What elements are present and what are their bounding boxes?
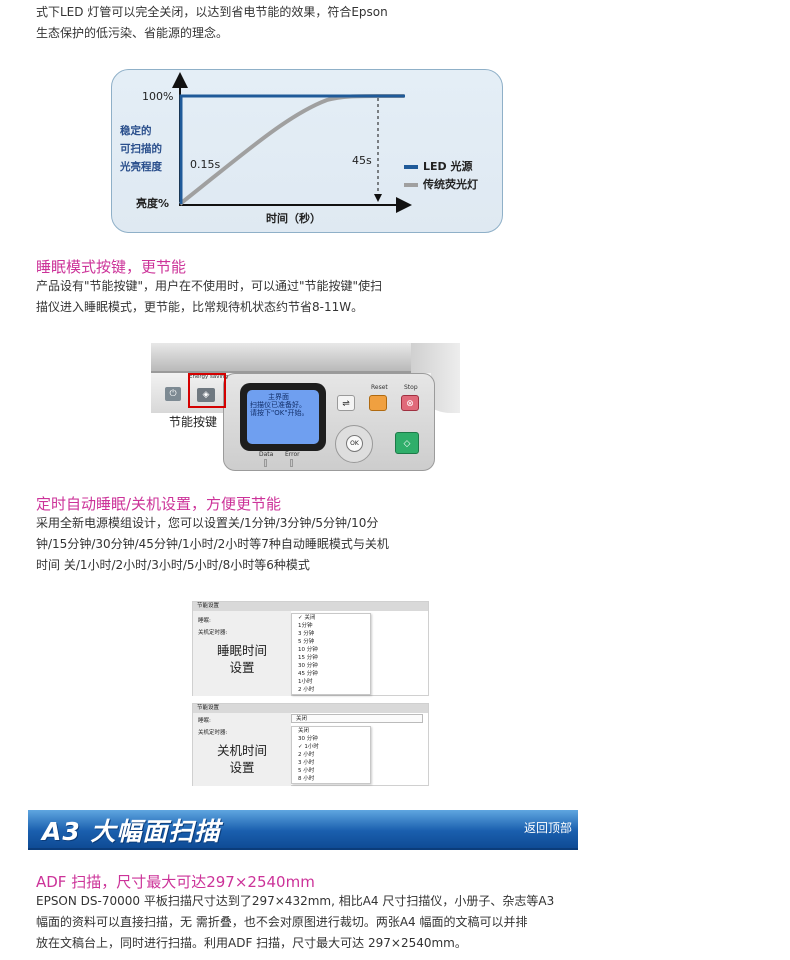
scanner-control-panel: ⏻ Energy saving ◈ 节能按键 主界面 扫描仪已准备好。 请按下"… [151, 343, 460, 472]
y-top-label: 100% [142, 90, 174, 103]
adf-heading: ADF 扫描，尺寸最大可达297×2540mm [36, 873, 315, 891]
y-axis-label: 稳定的 可扫描的 光亮程度 [120, 122, 178, 176]
shutdown-option[interactable]: 2 小时 [298, 752, 315, 758]
energy-saving-label: Energy saving [189, 374, 228, 380]
lcd-screen: 主界面 扫描仪已准备好。 请按下"OK"开始。 [247, 390, 319, 444]
intro-line-2: 生态保护的低污染、省能源的理念。 [36, 26, 229, 40]
sleep-settings-panel: 节能设置 睡眠: 关机定时器: 睡眠时间 设置 ✓ 关闭 1分钟 3 分钟 5 … [192, 601, 429, 696]
sleep-settings-left [193, 611, 291, 696]
energy-key-label: 节能按键 [169, 415, 218, 429]
shutdown-settings-header: 节能设置 [193, 704, 428, 713]
sleep-option[interactable]: 10 分钟 [298, 647, 318, 653]
lcd-line-2: 扫描仪已准备好。 [250, 401, 306, 409]
sleep-option[interactable]: 5 分钟 [298, 639, 315, 645]
shutdown-time-label-line-2: 设置 [229, 760, 255, 775]
sleep-option[interactable]: 45 分钟 [298, 671, 318, 677]
ok-label: OK [346, 435, 363, 452]
scanner-lid [151, 343, 460, 373]
timer-paragraph: 采用全新电源模组设计，您可以设置关/1分钟/3分钟/5分钟/10分 钟/15分钟… [36, 513, 389, 576]
power-icon: ⏻ [165, 387, 181, 401]
shutdown-option[interactable]: 关闭 [298, 728, 310, 734]
shutdown-option[interactable]: 5 小时 [298, 768, 315, 774]
shutdown-settings-panel: 节能设置 睡眠: 关闭 关机定时器: 关机时间 设置 关闭 30 分钟 ✓ 1小… [192, 703, 429, 786]
sleep-line-1: 产品设有"节能按键"，用户在不使用时，可以通过"节能按键"使扫 [36, 279, 383, 293]
legend-fluorescent: 传统荧光灯 [404, 176, 478, 192]
lcd-line-1: 主界面 [268, 393, 289, 401]
shutdown-option[interactable]: 8 小时 [298, 776, 315, 782]
error-led-label: Error [285, 451, 300, 458]
sleep-select[interactable]: 关闭 [291, 714, 423, 723]
timer-line-3: 时间 关/1小时/2小时/3小时/5小时/8小时等6种模式 [36, 558, 310, 572]
y-origin-label: 亮度% [136, 197, 170, 210]
intro-line-1: 式下LED 灯管可以完全关闭，以达到省电节能的效果，符合Epson [36, 5, 388, 19]
adf-line-2: 幅面的资料可以直接扫描，无 需折叠，也不会对原图进行裁切。两张A4 幅面的文稿可… [36, 915, 528, 929]
adf-paragraph: EPSON DS-70000 平板扫描尺寸达到了297×432mm, 相比A4 … [36, 891, 554, 954]
intro-paragraph: 式下LED 灯管可以完全关闭，以达到省电节能的效果，符合Epson 生态保护的低… [36, 2, 388, 44]
data-led-label: Data [259, 451, 274, 458]
sleep-heading: 睡眠模式按键，更节能 [36, 258, 187, 276]
sleep-time-dropdown[interactable]: ✓ 关闭 1分钟 3 分钟 5 分钟 10 分钟 15 分钟 30 分钟 45 … [291, 613, 371, 695]
sleep-row-label: 睡眠: [198, 618, 211, 624]
fluorescent-series-line [178, 94, 404, 206]
sleep-paragraph: 产品设有"节能按键"，用户在不使用时，可以通过"节能按键"使扫 描仪进入睡眠模式… [36, 276, 382, 318]
sleep-line-2: 描仪进入睡眠模式，更节能，比常规待机状态约节省8-11W。 [36, 300, 364, 314]
legend-fluorescent-label: 传统荧光灯 [423, 178, 478, 191]
shutdown-option[interactable]: ✓ 1小时 [298, 744, 319, 750]
led-series-line [179, 94, 405, 204]
lcd-line-3: 请按下"OK"开始。 [250, 409, 309, 417]
timer-line-2: 钟/15分钟/30分钟/45分钟/1小时/2小时等7种自动睡眠模式与关机 [36, 537, 389, 551]
y-axis-label-line-2: 可扫描的 [120, 143, 162, 155]
energy-saving-highlight [188, 373, 226, 408]
fluorescent-time-label: 45s [352, 154, 372, 167]
stop-icon: ⊗ [401, 395, 419, 411]
adf-line-3: 放在文稿台上，同时进行扫描。利用ADF 扫描，尺寸最大可达 297×2540mm… [36, 936, 467, 950]
sleep-time-label-line-1: 睡眠时间 [216, 643, 267, 658]
data-led [264, 459, 267, 467]
sleep-time-setting-label: 睡眠时间 设置 [211, 642, 273, 676]
y-axis-label-line-3: 光亮程度 [120, 161, 162, 173]
timer-line-1: 采用全新电源模组设计，您可以设置关/1分钟/3分钟/5分钟/10分 [36, 516, 379, 530]
sleep-option[interactable]: 2 小时 [298, 687, 315, 693]
shutdown-option[interactable]: 30 分钟 [298, 736, 318, 742]
sleep-time-label-line-2: 设置 [229, 660, 255, 675]
shutdown-time-setting-label: 关机时间 设置 [211, 742, 273, 776]
shutdown-row-label: 关机定时器: [198, 630, 228, 636]
banner-title: A3 大幅面扫描 [42, 817, 221, 846]
sleep-row-label: 睡眠: [198, 718, 211, 724]
legend-led-swatch [404, 165, 418, 169]
sleep-settings-header: 节能设置 [193, 602, 428, 611]
chart-graphic [172, 72, 412, 213]
sleep-option[interactable]: 30 分钟 [298, 663, 318, 669]
shutdown-time-label-line-1: 关机时间 [216, 743, 267, 758]
sleep-option[interactable]: 1分钟 [298, 623, 313, 629]
x-axis-label: 时间（秒） [266, 212, 321, 225]
sleep-option[interactable]: ✓ 关闭 [298, 615, 316, 621]
sleep-option[interactable]: 3 分钟 [298, 631, 315, 637]
scan-to-icon: ⇌ [337, 395, 355, 411]
reset-icon [369, 395, 387, 411]
led-time-label: 0.15s [190, 158, 221, 171]
shutdown-option[interactable]: 3 小时 [298, 760, 315, 766]
legend-led-label: LED 光源 [423, 160, 473, 173]
adf-line-1: EPSON DS-70000 平板扫描尺寸达到了297×432mm, 相比A4 … [36, 894, 555, 908]
reset-label: Reset [371, 384, 388, 391]
legend-fluorescent-swatch [404, 183, 418, 187]
a3-section-banner: A3 大幅面扫描 返回顶部 [28, 810, 578, 850]
start-icon: ◇ [395, 432, 419, 454]
sleep-option[interactable]: 1小时 [298, 679, 313, 685]
shutdown-row-label: 关机定时器: [198, 730, 228, 736]
shutdown-time-dropdown[interactable]: 关闭 30 分钟 ✓ 1小时 2 小时 3 小时 5 小时 8 小时 [291, 726, 371, 784]
light-comparison-chart: 100% 稳定的 可扫描的 光亮程度 亮度% 时间（秒） 0.15s 45s L… [111, 69, 503, 233]
timer-heading: 定时自动睡眠/关机设置，方便更节能 [36, 495, 282, 513]
energy-saving-icon: ◈ [197, 388, 215, 402]
back-to-top-link[interactable]: 返回顶部 [523, 821, 572, 835]
sleep-option[interactable]: 15 分钟 [298, 655, 318, 661]
error-led [290, 459, 293, 467]
y-axis-label-line-1: 稳定的 [120, 125, 152, 137]
shutdown-settings-left [193, 713, 291, 786]
legend-led: LED 光源 [404, 158, 472, 174]
stop-label: Stop [404, 384, 418, 391]
